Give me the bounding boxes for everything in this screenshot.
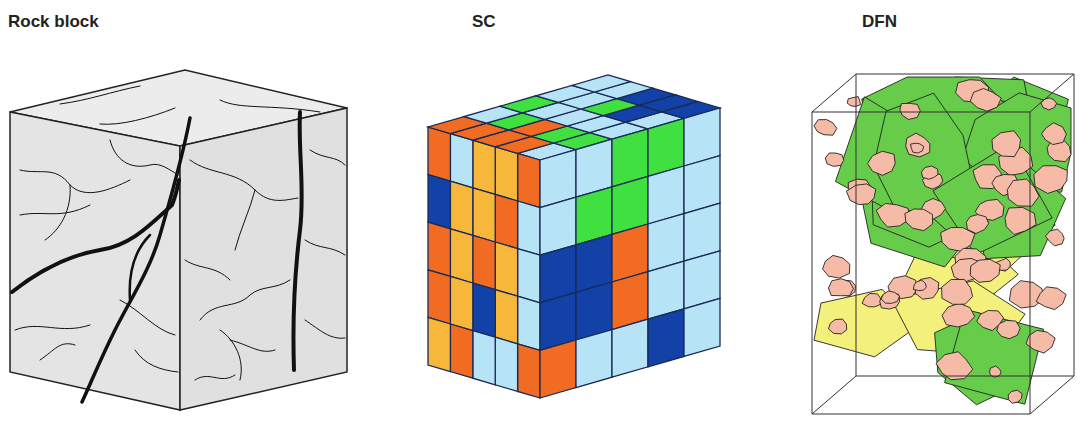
domain-box xyxy=(812,74,856,112)
voxel xyxy=(473,331,495,385)
voxel xyxy=(576,330,612,388)
fracture xyxy=(970,88,1001,111)
fracture xyxy=(992,131,1021,157)
fracture xyxy=(942,303,975,327)
domain-box xyxy=(812,112,813,414)
fracture xyxy=(921,166,938,179)
voxel xyxy=(495,337,517,391)
fracture xyxy=(814,120,837,136)
panel-title: Rock block xyxy=(8,12,99,32)
voxel xyxy=(473,140,495,194)
fracture xyxy=(942,279,973,304)
voxel xyxy=(612,319,648,377)
fracture xyxy=(1005,207,1036,234)
domain-box xyxy=(812,376,856,414)
domain-box xyxy=(812,112,1030,113)
voxel xyxy=(450,181,472,235)
fracture xyxy=(977,310,1004,330)
fracture xyxy=(913,280,926,290)
voxel xyxy=(684,298,720,356)
domain-box xyxy=(812,414,1030,415)
domain-box xyxy=(856,74,1074,75)
voxel xyxy=(428,317,450,371)
fracture-network-figure xyxy=(812,74,1074,414)
voxel xyxy=(495,242,517,296)
voxel xyxy=(495,147,517,201)
fracture xyxy=(905,209,933,231)
voxel xyxy=(428,175,450,229)
voxel xyxy=(428,270,450,324)
fracture xyxy=(1041,98,1057,110)
voxel xyxy=(450,276,472,330)
stochastic-continuum-cube xyxy=(428,75,720,398)
voxel xyxy=(572,75,630,92)
domain-box xyxy=(1074,74,1075,376)
voxel xyxy=(428,222,450,276)
voxel xyxy=(473,188,495,242)
domain-box xyxy=(1030,112,1031,414)
voxel xyxy=(428,127,450,181)
voxel xyxy=(495,194,517,248)
voxel xyxy=(473,235,495,289)
domain-box xyxy=(856,376,1074,377)
voxel xyxy=(518,153,540,207)
domain-box xyxy=(1030,376,1074,414)
voxel xyxy=(450,229,472,283)
panel-title: SC xyxy=(472,12,496,32)
fracture xyxy=(966,215,988,234)
voxel xyxy=(450,324,472,378)
panel-title: DFN xyxy=(862,12,897,32)
fracture xyxy=(910,143,923,153)
fracture xyxy=(1036,287,1066,310)
voxel xyxy=(495,290,517,344)
fracture xyxy=(881,291,900,303)
fracture xyxy=(868,151,896,175)
fracture xyxy=(846,184,875,205)
fracture xyxy=(862,293,881,306)
rock-block-figure xyxy=(10,70,347,410)
voxel xyxy=(473,283,495,337)
fracture xyxy=(847,97,860,107)
voxel xyxy=(450,134,472,188)
fracture xyxy=(876,203,909,227)
fracture xyxy=(990,366,1002,377)
voxel xyxy=(648,309,684,367)
domain-box xyxy=(1030,74,1074,112)
voxel xyxy=(518,296,540,350)
voxel xyxy=(518,249,540,303)
fracture xyxy=(906,133,930,157)
fracture xyxy=(828,319,846,334)
domain-box xyxy=(856,74,857,376)
fracture xyxy=(1045,229,1064,246)
fracture xyxy=(828,279,853,296)
voxel xyxy=(518,201,540,255)
fracture xyxy=(825,153,844,166)
fracture xyxy=(970,259,1000,282)
fracture xyxy=(933,143,1052,254)
fracture xyxy=(900,103,920,119)
fracture xyxy=(1008,390,1022,403)
fracture xyxy=(1007,179,1039,206)
voxel xyxy=(540,340,576,398)
fracture xyxy=(1009,281,1043,308)
voxel xyxy=(518,344,540,398)
fracture xyxy=(1034,166,1068,194)
fracture xyxy=(823,255,850,278)
fracture xyxy=(1041,123,1066,145)
